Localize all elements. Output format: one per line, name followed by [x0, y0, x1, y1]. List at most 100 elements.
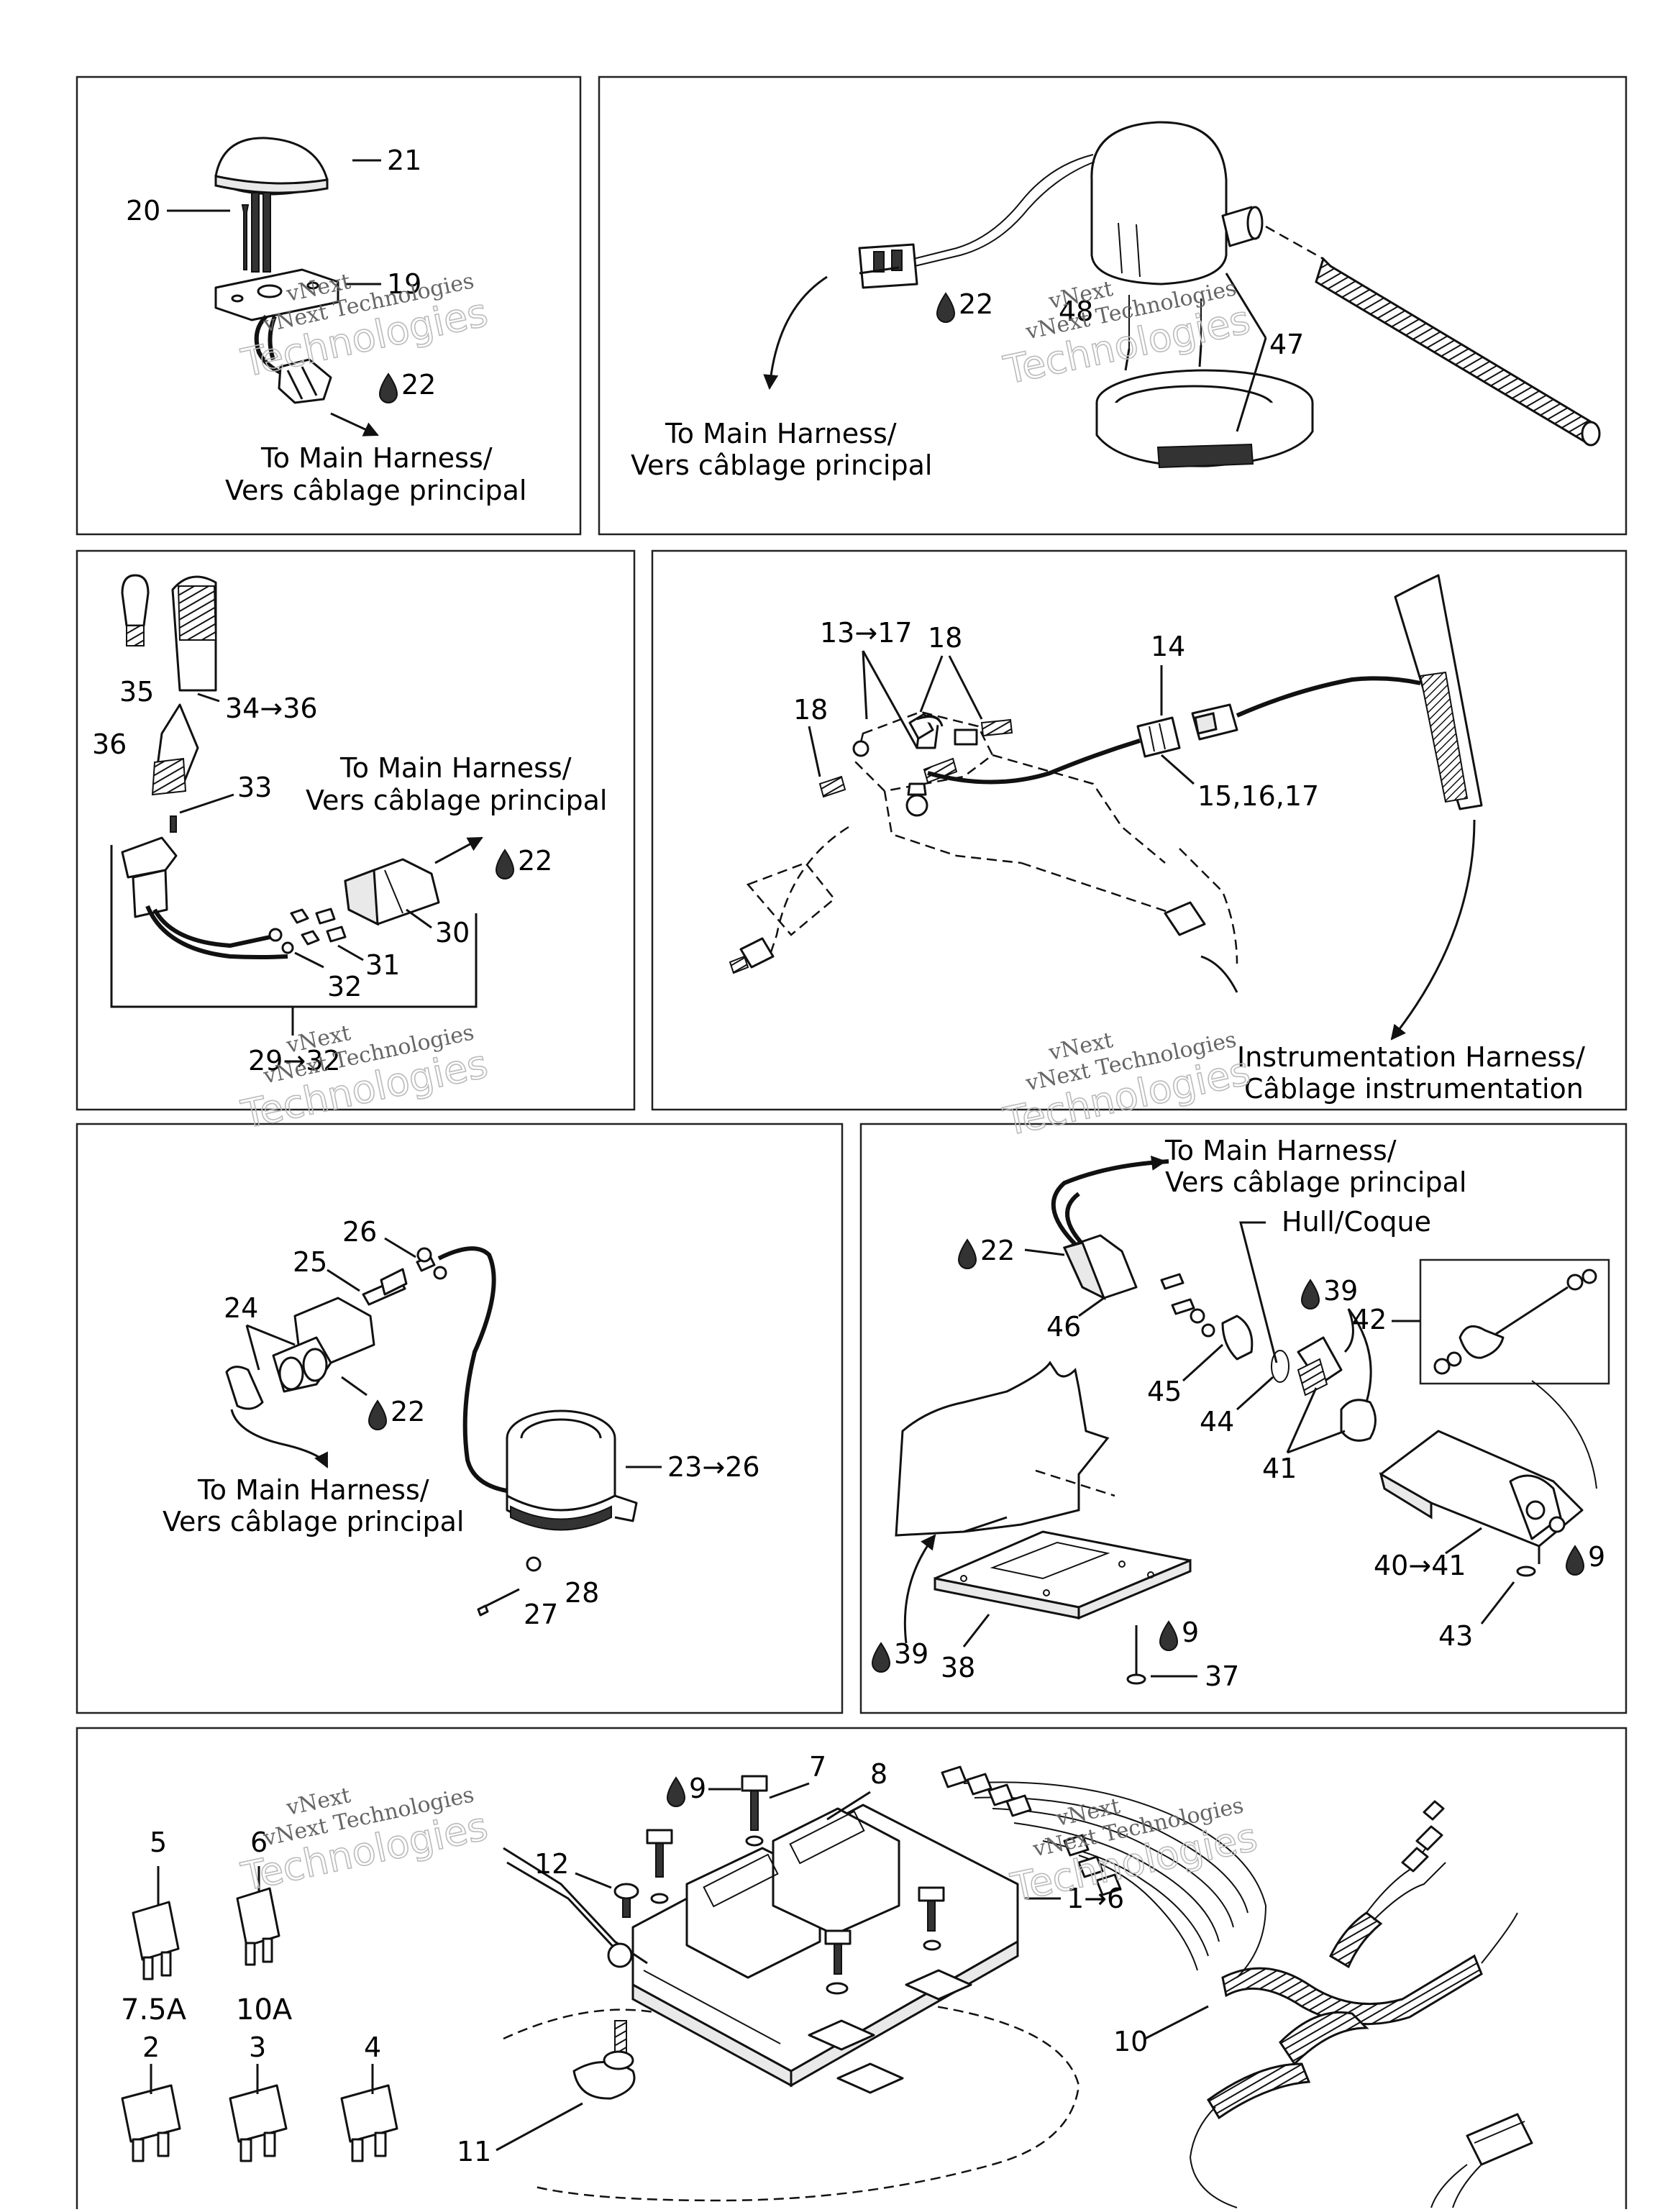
- label-27: 27: [524, 1599, 558, 1630]
- label-47: 47: [1269, 329, 1304, 360]
- label-43: 43: [1438, 1620, 1473, 1652]
- caption-main-harness-line1: To Main Harness/: [1164, 1135, 1397, 1166]
- label-15-16-17: 15,16,17: [1197, 780, 1319, 812]
- drop-icon: [936, 292, 956, 323]
- panel-sensor: [651, 549, 1628, 1111]
- label-7: 7: [809, 1751, 826, 1783]
- hull-label: Hull/Coque: [1282, 1206, 1431, 1238]
- drop-icon: [871, 1642, 891, 1673]
- sensor-drawing: [729, 574, 1483, 1041]
- label-9c: 9: [689, 1773, 706, 1804]
- fuse-box-drawing: [121, 1765, 1533, 2208]
- label-14: 14: [1151, 631, 1185, 662]
- label-12: 12: [534, 1848, 569, 1880]
- label-22: 22: [401, 369, 436, 401]
- label-10: 10: [1113, 2026, 1148, 2057]
- sensor-labels: 13→17 18 18 14 15,16,17 Instrumentation …: [793, 617, 1585, 1105]
- bilge-pump-drawing: [763, 121, 1601, 469]
- label-31: 31: [365, 949, 400, 981]
- caption-instrumentation-line1: Instrumentation Harness/: [1237, 1041, 1585, 1073]
- label-11: 11: [457, 2136, 491, 2167]
- label-37: 37: [1205, 1660, 1239, 1692]
- panel-transducer: [859, 1123, 1628, 1714]
- label-39a: 39: [1323, 1275, 1358, 1307]
- label-24: 24: [224, 1292, 258, 1324]
- label-48: 48: [1059, 296, 1093, 327]
- drop-icon: [368, 1399, 388, 1430]
- courtesy-light-labels: 21 20 19 22 To Main Harness/ Vers câblag…: [126, 145, 526, 506]
- caption-main-harness-line1: To Main Harness/: [197, 1474, 429, 1506]
- label-30: 30: [435, 917, 470, 949]
- label-22c: 22: [518, 845, 552, 877]
- label-23-26: 23→26: [667, 1451, 760, 1483]
- label-35: 35: [119, 676, 154, 708]
- label-20: 20: [126, 195, 160, 227]
- panel-fuse-box: [76, 1727, 1628, 2212]
- label-8: 8: [870, 1758, 887, 1790]
- label-39b: 39: [894, 1638, 928, 1670]
- label-40-41: 40→41: [1374, 1550, 1466, 1581]
- fuse-rating-7-5a: 7.5A: [121, 1993, 187, 2026]
- caption-instrumentation-line2: Câblage instrumentation: [1244, 1073, 1584, 1105]
- panel-blower: [76, 1123, 844, 1714]
- label-6: 6: [250, 1827, 268, 1858]
- drop-icon: [957, 1238, 977, 1269]
- label-1-6: 1→6: [1067, 1883, 1124, 1914]
- bilge-pump-labels: 22 48 47 To Main Harness/ Vers câblage p…: [631, 288, 1304, 481]
- drop-icon: [1300, 1279, 1320, 1310]
- watermark-6: vNext vNext Technologies Technologies: [1006, 1793, 1261, 1911]
- fuse-rating-10a: 10A: [236, 1993, 293, 2026]
- drop-icon: [495, 849, 515, 879]
- label-33: 33: [237, 772, 272, 803]
- watermark-2: vNext vNext Technologies Technologies: [999, 275, 1254, 393]
- label-38: 38: [941, 1652, 975, 1683]
- blower-drawing: [225, 1246, 638, 1617]
- caption-main-harness-line2: Vers câblage principal: [1165, 1166, 1466, 1198]
- label-21: 21: [387, 145, 421, 176]
- label-32: 32: [327, 971, 362, 1002]
- switch-drawing: [110, 574, 478, 1036]
- caption-main-harness-line1: To Main Harness/: [339, 752, 572, 784]
- label-34-36: 34→36: [225, 693, 318, 724]
- label-4: 4: [364, 2032, 381, 2063]
- label-9b: 9: [1182, 1617, 1199, 1648]
- label-18a: 18: [928, 622, 962, 654]
- panel-switch: [76, 549, 636, 1111]
- label-13-17: 13→17: [820, 617, 913, 649]
- panel-bilge-pump: [598, 76, 1628, 536]
- drop-icon: [666, 1776, 686, 1807]
- caption-main-harness-line2: Vers câblage principal: [225, 475, 526, 506]
- caption-main-harness-line1: To Main Harness/: [260, 442, 493, 474]
- label-42: 42: [1352, 1304, 1387, 1335]
- label-46: 46: [1046, 1311, 1081, 1343]
- label-22e: 22: [980, 1235, 1015, 1266]
- label-9a: 9: [1588, 1541, 1605, 1573]
- transducer-drawing: [895, 1155, 1610, 1685]
- switch-labels: 35 34→36 36 33 To Main Harness/ Vers câb…: [92, 676, 607, 1077]
- label-5: 5: [150, 1827, 167, 1858]
- label-18b: 18: [793, 694, 828, 726]
- label-22d: 22: [391, 1396, 425, 1427]
- label-44: 44: [1200, 1406, 1234, 1438]
- caption-main-harness-line1: To Main Harness/: [665, 418, 897, 449]
- caption-main-harness-line2: Vers câblage principal: [163, 1506, 464, 1537]
- drop-icon: [1565, 1545, 1585, 1576]
- caption-main-harness-line2: Vers câblage principal: [306, 785, 607, 816]
- drop-icon: [378, 373, 398, 403]
- label-29-32: 29→32: [248, 1045, 341, 1077]
- drop-icon: [1159, 1620, 1179, 1651]
- watermark-3: vNext vNext Technologies Technologies: [237, 1020, 492, 1138]
- transducer-labels: To Main Harness/ Vers câblage principal …: [871, 1135, 1605, 1692]
- courtesy-light-drawing: [214, 137, 379, 437]
- label-26: 26: [342, 1216, 377, 1248]
- label-36: 36: [92, 728, 127, 760]
- label-25: 25: [293, 1246, 327, 1278]
- label-2: 2: [142, 2032, 160, 2063]
- blower-labels: 26 25 24 22 23→26 To Main Harness/ Vers …: [163, 1216, 760, 1630]
- label-45: 45: [1147, 1376, 1182, 1407]
- panel-courtesy-light: [76, 76, 582, 536]
- label-22b: 22: [959, 288, 993, 320]
- label-28: 28: [565, 1577, 599, 1609]
